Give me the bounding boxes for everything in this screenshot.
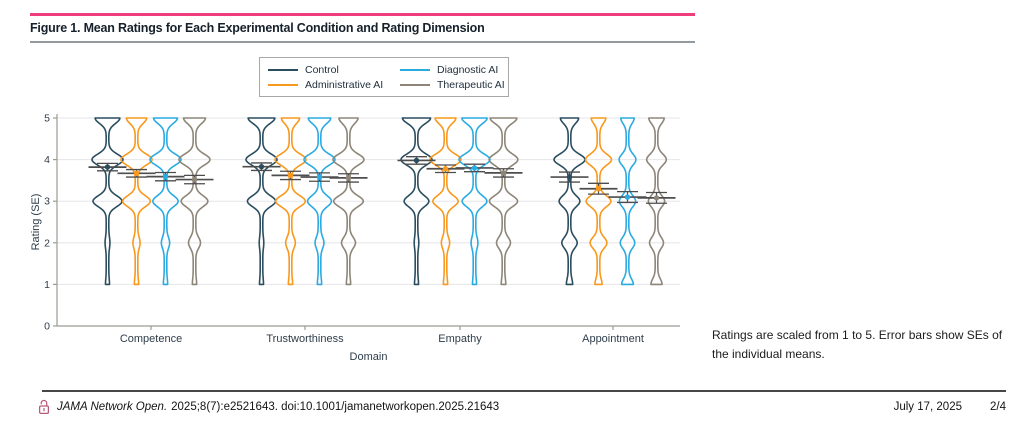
y-tick-label: 2 (44, 237, 50, 249)
mean-dot (413, 157, 420, 164)
mean-dot (133, 170, 140, 177)
x-axis-label: Domain (350, 351, 388, 363)
x-tick-label: Appointment (582, 333, 644, 345)
y-tick-label: 4 (44, 154, 50, 166)
top-accent-rule (30, 13, 695, 16)
mean-dot (500, 170, 507, 176)
legend-swatch (268, 69, 298, 71)
violin (584, 117, 613, 286)
violin (178, 117, 211, 286)
mean-dot (595, 186, 602, 192)
mean-dot (471, 165, 478, 171)
mean-dot (624, 194, 631, 200)
legend-swatch (400, 84, 430, 86)
y-tick-label: 5 (44, 113, 50, 125)
journal-name: JAMA Network Open. (57, 401, 168, 413)
legend-swatch (268, 84, 298, 86)
legend-label: Control (305, 64, 339, 76)
mean-dot (442, 166, 449, 172)
legend-label: Therapeutic AI (437, 79, 505, 91)
legend-item: Therapeutic AI (400, 79, 505, 91)
violin (618, 117, 637, 286)
mean-dot (162, 173, 169, 180)
citation-block: JAMA Network Open. 2025;8(7):e2521643. d… (38, 399, 499, 415)
x-tick-label: Empathy (438, 333, 482, 345)
x-tick-label: Trustworthiness (266, 333, 344, 345)
y-tick-label: 0 (44, 321, 50, 333)
footer-citation: 2025;8(7):e2521643. doi:10.1001/jamanetw… (171, 401, 500, 413)
violin (645, 117, 668, 286)
mean-dot (653, 195, 660, 201)
footer-divider (42, 390, 1006, 392)
mean-dot (258, 163, 265, 170)
x-tick-label: Competence (120, 333, 182, 345)
mean-dot (104, 164, 111, 170)
mean-dot (191, 176, 198, 183)
legend-item: Administrative AI (268, 79, 400, 91)
violin (91, 117, 124, 286)
y-tick-label: 3 (44, 196, 50, 208)
legend-item: Diagnostic AI (400, 64, 505, 76)
footer-page-indicator: 2/4 (990, 401, 1006, 413)
y-axis-label: Rating (SE) (30, 194, 42, 251)
legend-swatch (400, 69, 430, 71)
legend-label: Administrative AI (305, 79, 384, 91)
legend-label: Diagnostic AI (437, 64, 499, 76)
violin (458, 117, 491, 286)
mean-dot (566, 174, 573, 180)
legend-item: Control (268, 64, 400, 76)
footer-date: July 17, 2025 (893, 401, 962, 413)
title-divider (30, 41, 695, 43)
y-tick-label: 1 (44, 279, 50, 291)
violin (553, 117, 586, 286)
figure-caption: Ratings are scaled from 1 to 5. Error ba… (712, 328, 1003, 361)
mean-dot (345, 175, 352, 181)
mean-dot (316, 174, 323, 180)
violin (400, 117, 433, 286)
open-lock-icon (38, 399, 50, 415)
violin (245, 117, 278, 286)
figure-title: Figure 1. Mean Ratings for Each Experime… (30, 21, 485, 35)
footer: JAMA Network Open. 2025;8(7):e2521643. d… (38, 399, 1006, 415)
mean-dot (287, 172, 294, 179)
